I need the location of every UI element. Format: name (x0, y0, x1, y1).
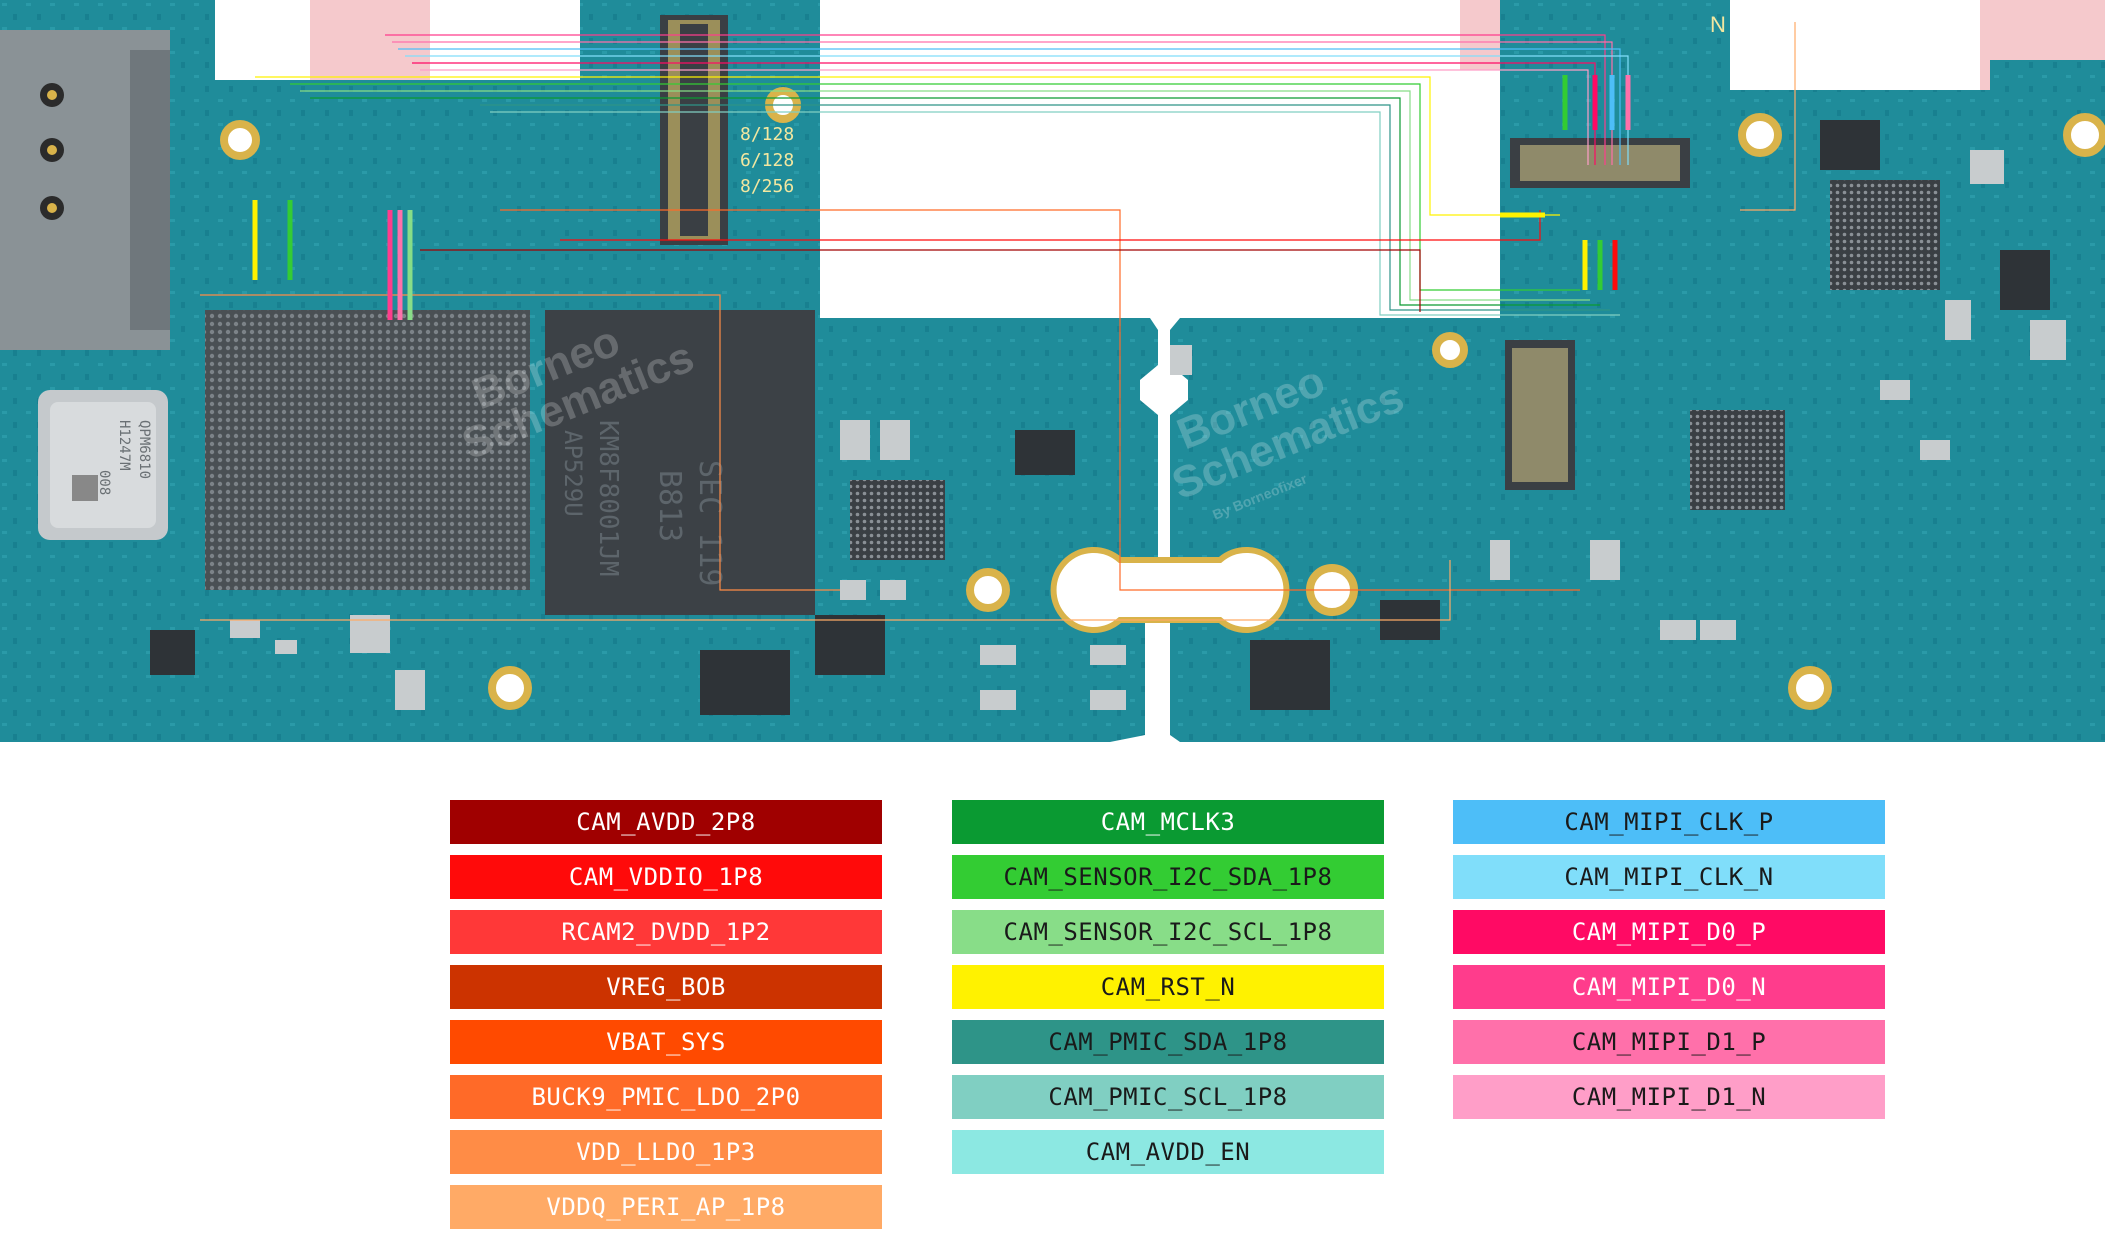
legend-item: CAM_SENSOR_I2C_SDA_1P8 (952, 855, 1384, 899)
legend-item: CAM_MCLK3 (952, 800, 1384, 844)
left-small-bga (850, 480, 945, 560)
passive-components (230, 150, 2066, 710)
chip-marking-2: B813 (652, 470, 687, 542)
memory-chip: SEC 119 B813 KM8F8001JM AP529U (545, 310, 815, 615)
legend-item: CAM_MIPI_D1_P (1453, 1020, 1885, 1064)
legend-item: CAM_RST_N (952, 965, 1384, 1009)
right-bga-1 (1830, 180, 1940, 290)
legend-item: CAM_PMIC_SDA_1P8 (952, 1020, 1384, 1064)
legend-item: CAM_PMIC_SCL_1P8 (952, 1075, 1384, 1119)
pmic-marking-3: 008 (96, 470, 112, 495)
legend-item: BUCK9_PMIC_LDO_2P0 (450, 1075, 882, 1119)
pmic-shield: QPM6810 H1247M 008 (38, 390, 168, 540)
board-connector-top: 8/128 6/128 8/256 (660, 15, 794, 245)
memory-option-1: 8/128 (740, 124, 794, 145)
soc-bga (205, 310, 530, 590)
legend-item: VDD_LLDO_1P3 (450, 1130, 882, 1174)
memory-option-3: 8/256 (740, 176, 794, 197)
north-marker: N (1710, 12, 1726, 37)
trace-highlights (252, 75, 1631, 320)
right-bga-2 (1690, 410, 1785, 510)
legend-item: CAM_VDDIO_1P8 (450, 855, 882, 899)
memory-option-2: 6/128 (740, 150, 794, 171)
chip-marking-1: SEC 119 (692, 460, 727, 586)
legend-item: VDDQ_PERI_AP_1P8 (450, 1185, 882, 1229)
signal-traces (200, 22, 1796, 621)
legend-item: CAM_AVDD_2P8 (450, 800, 882, 844)
pcb-board-view: SEC 119 B813 KM8F8001JM AP529U QPM6810 H… (0, 0, 2105, 742)
legend-item: RCAM2_DVDD_1P2 (450, 910, 882, 954)
legend-column-3: CAM_MIPI_CLK_P CAM_MIPI_CLK_N CAM_MIPI_D0_… (1453, 800, 1885, 1130)
legend-item: CAM_MIPI_D0_N (1453, 965, 1885, 1009)
dark-ics (150, 120, 2050, 715)
legend-item: CAM_AVDD_EN (952, 1130, 1384, 1174)
legend-item: CAM_MIPI_CLK_P (1453, 800, 1885, 844)
sim-connector (0, 30, 170, 350)
pmic-marking-2: H1247M (116, 420, 132, 471)
chip-marking-3: KM8F8001JM (593, 420, 623, 577)
chip-marking-4: AP529U (559, 430, 587, 517)
legend-item: CAM_MIPI_D0_P (1453, 910, 1885, 954)
legend-item: VBAT_SYS (450, 1020, 882, 1064)
legend-item: CAM_MIPI_D1_N (1453, 1075, 1885, 1119)
legend-item: CAM_MIPI_CLK_N (1453, 855, 1885, 899)
pmic-marking-1: QPM6810 (136, 420, 152, 479)
camera-connector: N (1505, 12, 1726, 490)
legend-item: CAM_SENSOR_I2C_SCL_1P8 (952, 910, 1384, 954)
mounting-holes (220, 87, 2105, 710)
legend-item: VREG_BOB (450, 965, 882, 1009)
